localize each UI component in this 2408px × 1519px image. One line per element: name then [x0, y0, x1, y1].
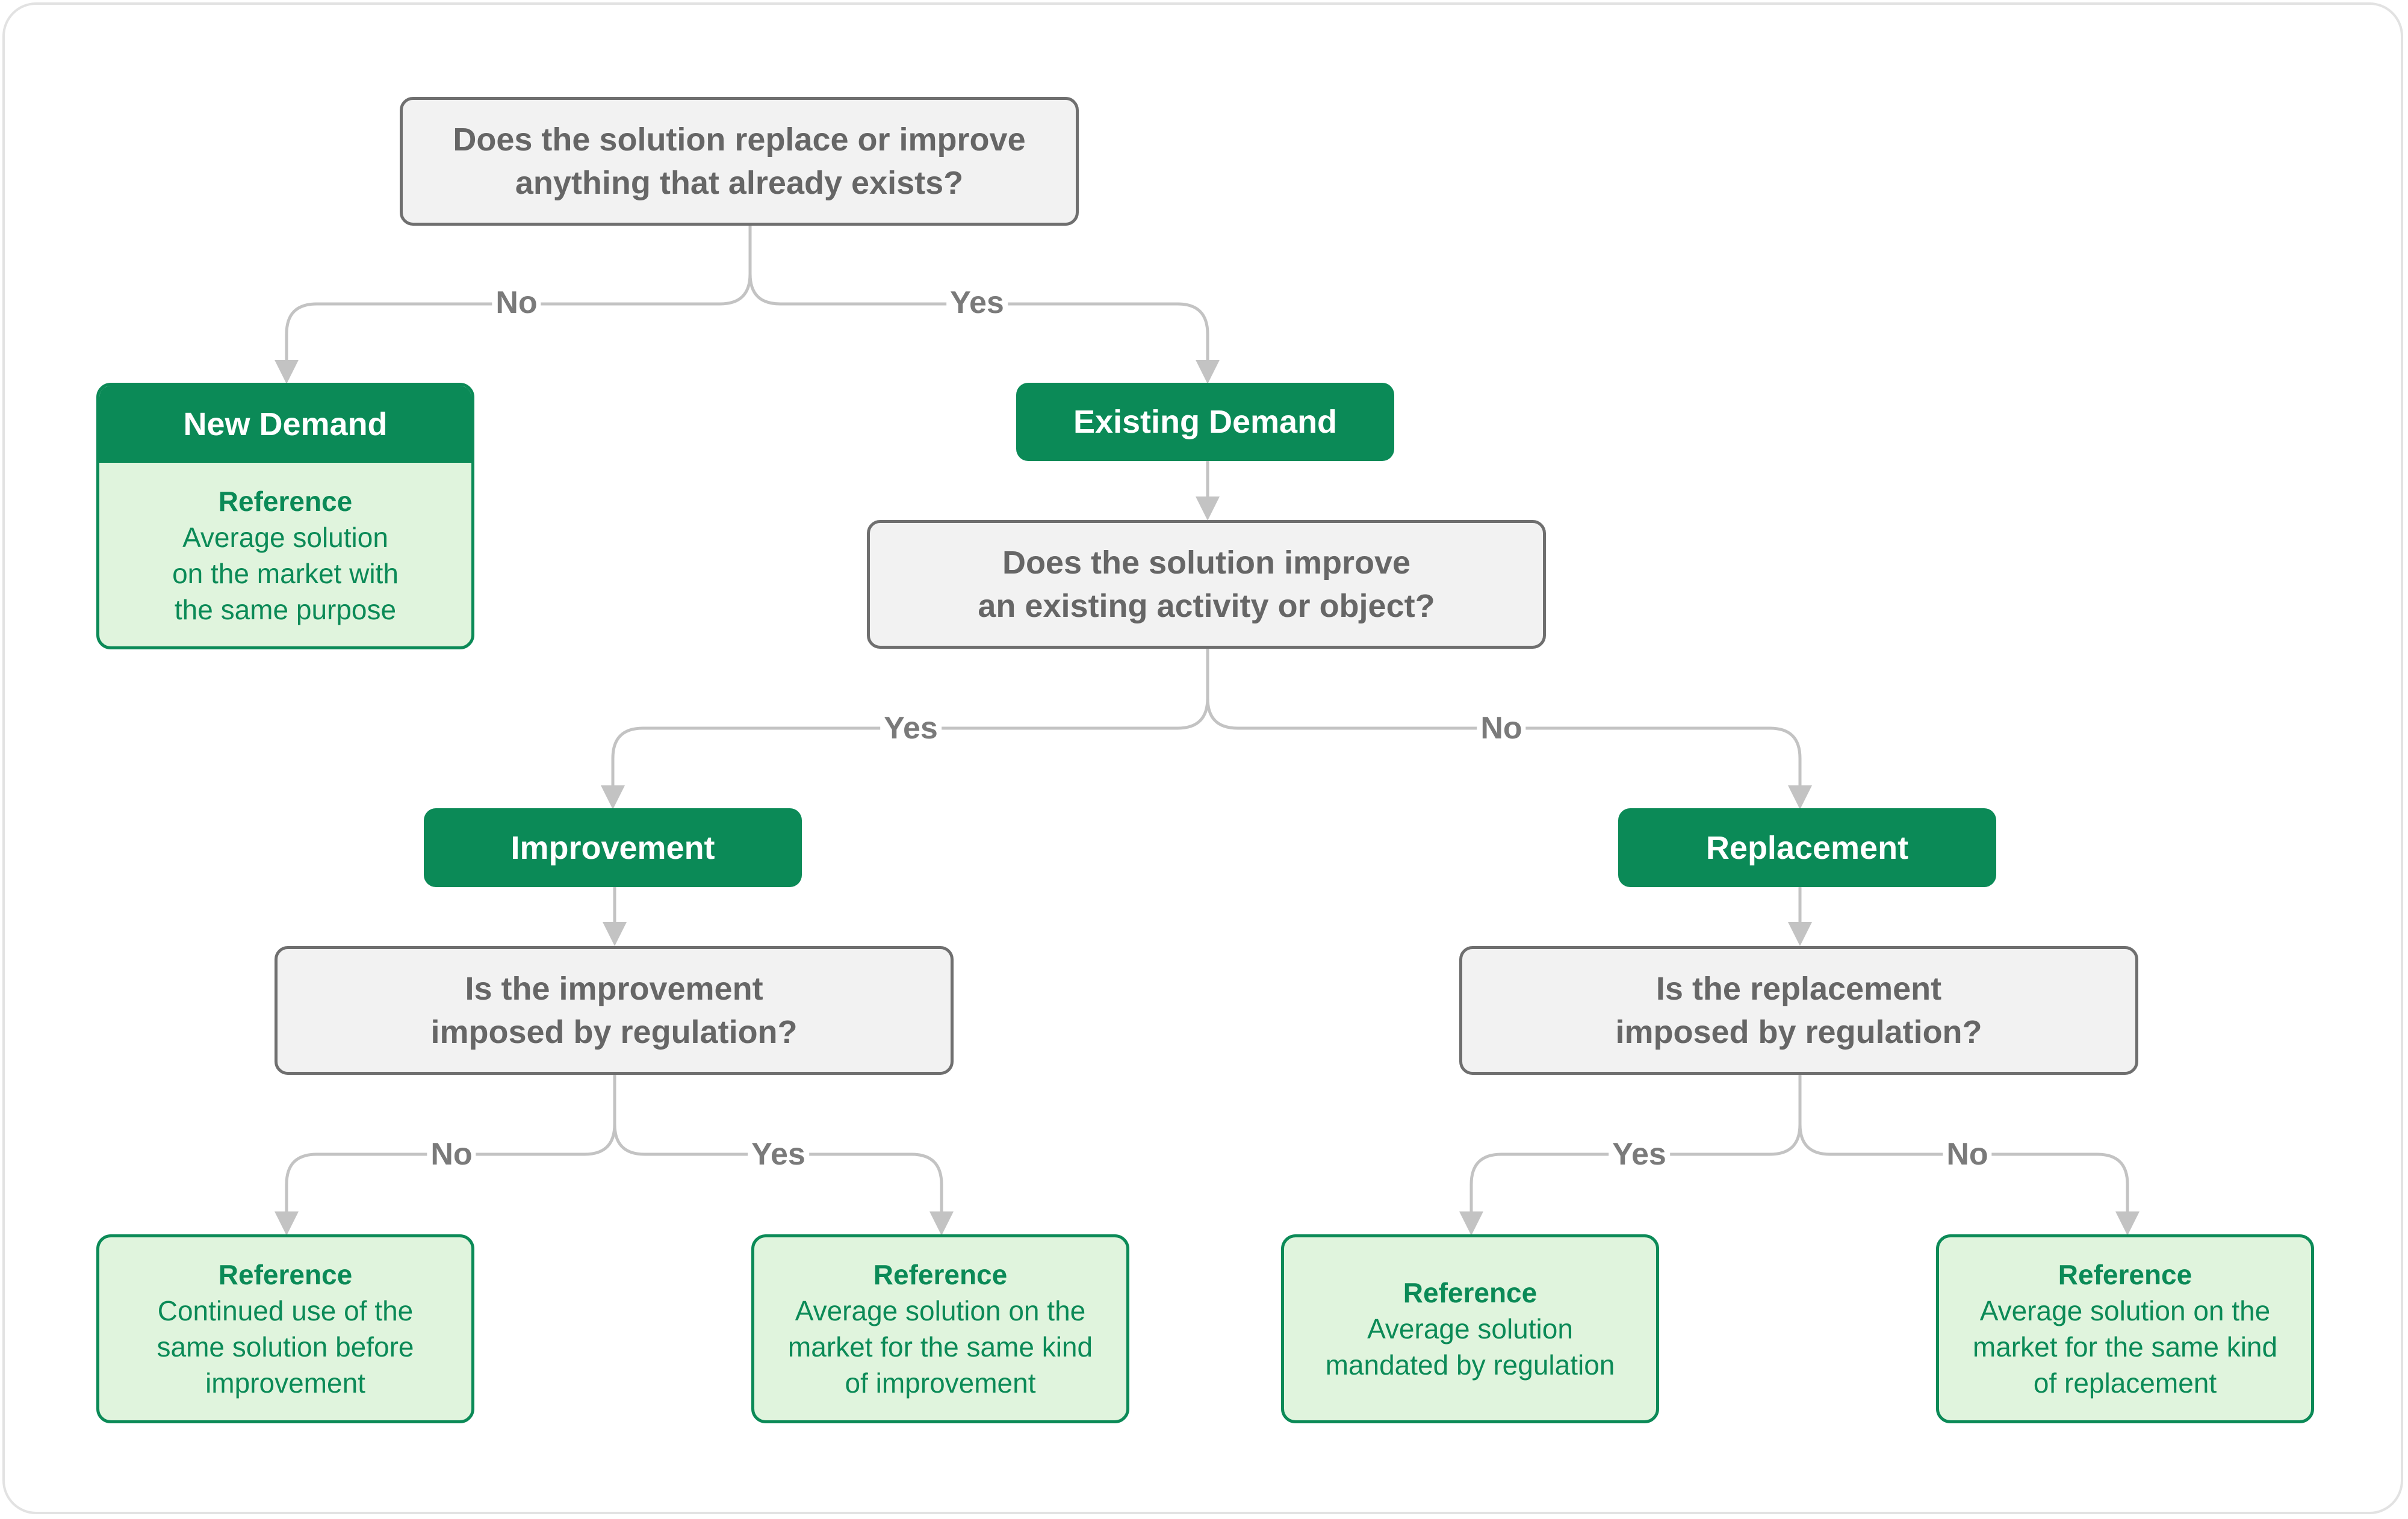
reference-replace-no: Reference Average solution on the market… — [1936, 1234, 2314, 1423]
edge-label-existing-yes: Yes — [880, 710, 942, 746]
reference-line: of improvement — [845, 1367, 1036, 1399]
question-replacement: Is the replacement imposed by regulation… — [1459, 946, 2138, 1075]
new-demand-card: New Demand Reference Average solution on… — [96, 383, 474, 649]
question-existing-line: Does the solution improve — [1002, 545, 1411, 581]
reference-title: Reference — [218, 486, 353, 517]
replacement-label: Replacement — [1705, 829, 1909, 866]
reference-line: the same purpose — [174, 594, 397, 625]
question-improvement-line: Is the improvement — [465, 971, 763, 1007]
question-existing: Does the solution improve an existing ac… — [867, 520, 1546, 649]
reference-line: Average solution — [182, 522, 388, 553]
edge-label-improve-no: No — [427, 1136, 476, 1172]
reference-line: mandated by regulation — [1325, 1349, 1615, 1381]
edge-label-root-yes: Yes — [946, 285, 1008, 321]
reference-title: Reference — [218, 1259, 353, 1290]
existing-demand-label: Existing Demand — [1073, 404, 1338, 440]
reference-line: improvement — [205, 1367, 365, 1399]
question-root-line: anything that already exists? — [515, 165, 964, 201]
question-improvement: Is the improvement imposed by regulation… — [275, 946, 954, 1075]
edge-label-improve-yes: Yes — [748, 1136, 809, 1172]
question-existing-line: an existing activity or object? — [978, 588, 1435, 624]
edge-label-existing-no: No — [1477, 710, 1526, 746]
reference-title: Reference — [2058, 1259, 2192, 1290]
connector-root-yes — [748, 273, 1220, 384]
improvement-label: Improvement — [510, 829, 715, 866]
reference-line: market for the same kind — [1972, 1331, 2278, 1363]
reference-line: same solution before — [157, 1331, 414, 1363]
improvement-node: Improvement — [424, 808, 802, 887]
reference-line: of replacement — [2033, 1367, 2217, 1399]
reference-line: market for the same kind — [787, 1331, 1093, 1363]
connector-replace-no — [1798, 1124, 2140, 1236]
reference-line: on the market with — [172, 558, 399, 589]
edge-label-root-no: No — [492, 285, 541, 321]
question-root: Does the solution replace or improve any… — [400, 97, 1079, 226]
reference-line: Average solution on the — [1979, 1295, 2271, 1326]
new-demand-reference: Reference Average solution on the market… — [99, 463, 471, 628]
connector-improve-yes — [613, 1124, 954, 1236]
reference-line: Average solution on the — [795, 1295, 1086, 1326]
reference-line: Average solution — [1367, 1313, 1573, 1344]
question-improvement-line: imposed by regulation? — [430, 1014, 798, 1050]
existing-demand-node: Existing Demand — [1016, 383, 1394, 461]
connector-existing-no — [1206, 698, 1812, 809]
reference-title: Reference — [873, 1259, 1008, 1290]
question-replacement-line: Is the replacement — [1656, 971, 1942, 1007]
reference-improve-yes: Reference Average solution on the market… — [751, 1234, 1129, 1423]
question-root-line: Does the solution replace or improve — [453, 122, 1026, 158]
reference-title: Reference — [1403, 1277, 1538, 1308]
edge-label-replace-yes: Yes — [1609, 1136, 1670, 1172]
reference-improve-no: Reference Continued use of the same solu… — [96, 1234, 474, 1423]
question-replacement-line: imposed by regulation? — [1615, 1014, 1982, 1050]
new-demand-label: New Demand — [99, 386, 471, 463]
reference-replace-yes: Reference Average solution mandated by r… — [1281, 1234, 1659, 1423]
replacement-node: Replacement — [1618, 808, 1996, 887]
edge-label-replace-no: No — [1943, 1136, 1992, 1172]
reference-line: Continued use of the — [157, 1295, 414, 1326]
